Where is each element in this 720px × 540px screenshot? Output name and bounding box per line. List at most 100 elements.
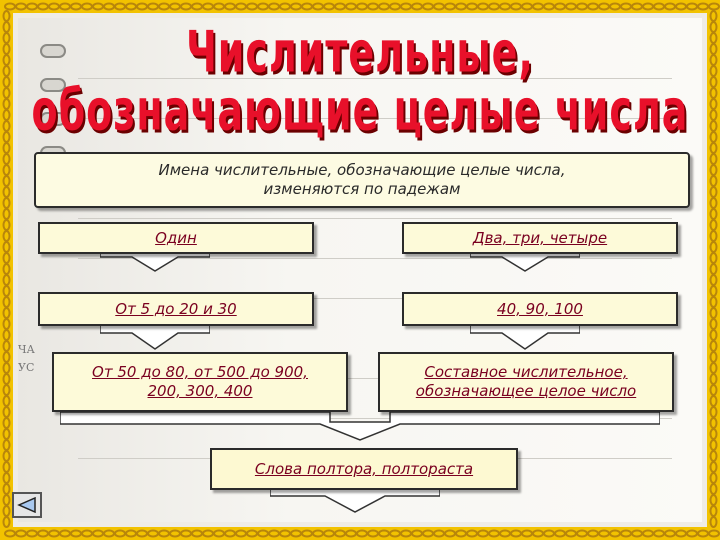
triangle-left-icon	[17, 497, 36, 513]
back-button[interactable]	[12, 492, 42, 518]
chain-link	[488, 529, 500, 538]
chain-link	[37, 2, 49, 11]
chain-link	[356, 529, 368, 538]
chain-link	[477, 2, 489, 11]
chain-link	[114, 529, 126, 538]
chain-link	[2, 450, 11, 462]
chain-link	[26, 529, 38, 538]
chain-link	[709, 351, 718, 363]
chain-link	[290, 2, 302, 11]
chain-link	[15, 529, 27, 538]
chain-link	[158, 529, 170, 538]
chain-link	[709, 153, 718, 165]
chain-link	[709, 505, 718, 517]
chain-link	[147, 2, 159, 11]
chain-link	[2, 318, 11, 330]
chain-link	[2, 153, 11, 165]
notebook-line	[78, 218, 672, 219]
chain-link	[466, 529, 478, 538]
chain-link	[455, 2, 467, 11]
chain-link	[433, 2, 445, 11]
chain-link	[411, 2, 423, 11]
chain-link	[334, 2, 346, 11]
chain-link	[709, 472, 718, 484]
chain-link	[2, 274, 11, 286]
chain-link	[422, 2, 434, 11]
chain-link	[2, 175, 11, 187]
box-ot50: От 50 до 80, от 500 до 900, 200, 300, 40…	[52, 352, 348, 412]
notebook-line	[78, 78, 672, 79]
chain-link	[2, 340, 11, 352]
chain-link	[400, 529, 412, 538]
chain-link	[709, 219, 718, 231]
chain-link	[488, 2, 500, 11]
chain-link	[191, 2, 203, 11]
chain-link	[2, 142, 11, 154]
chain-link	[2, 384, 11, 396]
page-title-line1: Числительные,	[186, 19, 534, 85]
header-line2: изменяются по падежам	[263, 180, 461, 198]
chain-link	[2, 428, 11, 440]
chain-link	[587, 2, 599, 11]
chain-link	[4, 529, 16, 538]
chain-link	[169, 2, 181, 11]
chain-link	[709, 230, 718, 242]
chain-link	[389, 2, 401, 11]
chain-link	[2, 252, 11, 264]
chain-link	[356, 2, 368, 11]
chain-link	[709, 252, 718, 264]
chain-link	[631, 2, 643, 11]
chain-link	[235, 529, 247, 538]
chain-link	[147, 529, 159, 538]
box-poltora-label: Слова полтора, полтораста	[254, 459, 474, 478]
header-box: Имена числительные, обозначающие целые ч…	[34, 152, 690, 208]
chain-link	[59, 2, 71, 11]
chain-link	[400, 2, 412, 11]
chain-link	[136, 2, 148, 11]
chain-link	[279, 529, 291, 538]
chain-link	[709, 428, 718, 440]
chain-link	[709, 186, 718, 198]
chain-link	[136, 529, 148, 538]
chain-link	[235, 2, 247, 11]
chain-link	[367, 2, 379, 11]
chain-link	[466, 2, 478, 11]
chain-link	[631, 529, 643, 538]
chain-link	[543, 2, 555, 11]
chain-link	[411, 529, 423, 538]
chain-link	[709, 164, 718, 176]
chain-link	[709, 285, 718, 297]
chain-link	[709, 197, 718, 209]
chain-link	[709, 329, 718, 341]
chain-link	[675, 529, 687, 538]
down-arrow-icon	[100, 325, 210, 350]
chain-link	[2, 351, 11, 363]
chain-link	[389, 529, 401, 538]
chain-link	[2, 439, 11, 451]
box-ot5-label: От 5 до 20 и 30	[115, 299, 237, 318]
chain-link	[268, 2, 280, 11]
down-arrow-icon	[470, 325, 580, 350]
chain-link	[92, 529, 104, 538]
chain-link	[213, 529, 225, 538]
chain-link	[653, 529, 665, 538]
chain-link	[378, 2, 390, 11]
chain-link	[653, 2, 665, 11]
chain-link	[224, 2, 236, 11]
chain-link	[2, 186, 11, 198]
chain-link	[92, 2, 104, 11]
chain-link	[709, 318, 718, 330]
chain-link	[709, 417, 718, 429]
chain-link	[2, 197, 11, 209]
chain-link	[709, 208, 718, 220]
chain-link	[125, 529, 137, 538]
chain-link	[510, 529, 522, 538]
chain-link	[2, 164, 11, 176]
chain-link	[598, 529, 610, 538]
chain-link	[334, 529, 346, 538]
box-dva: Два, три, четыре	[402, 222, 678, 254]
chain-link	[15, 2, 27, 11]
side-fragment: УС	[18, 361, 35, 374]
spiral-ring	[40, 44, 66, 58]
